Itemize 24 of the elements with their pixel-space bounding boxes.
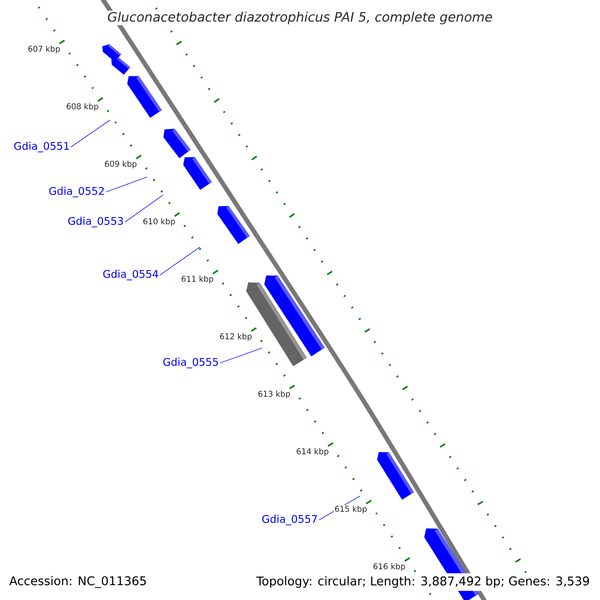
topology-text: Topology: circular; Length: 3,887,492 bp; Genes: 3,539 xyxy=(254,573,592,591)
gene-label: Gdia_0552 xyxy=(49,186,104,198)
tick-label: 611 kbp xyxy=(180,275,214,284)
tick-label: 613 kbp xyxy=(257,390,291,399)
gene-label: Gdia_0557 xyxy=(262,514,317,526)
tick-label: 615 kbp xyxy=(334,505,368,514)
leader-line xyxy=(106,176,148,192)
gene-label: Gdia_0555 xyxy=(163,358,218,368)
leader-line xyxy=(124,194,164,222)
leader-line xyxy=(160,246,200,276)
tick-label: 608 kbp xyxy=(66,102,100,112)
leader-line xyxy=(70,120,110,148)
tick-label: 609 kbp xyxy=(104,160,138,169)
tick-label: 612 kbp xyxy=(219,332,253,342)
gene-label: Gdia_0553 xyxy=(68,216,123,228)
accession-text: Accession: NC_011365 xyxy=(9,576,146,588)
tick-label: 607 kbp xyxy=(27,45,61,54)
gene-label: Gdia_0551 xyxy=(14,142,69,152)
tick-label: 610 kbp xyxy=(142,218,176,226)
title: Gluconacetobacter diazotrophicus PAI 5, complete genome xyxy=(106,10,494,26)
leader-line xyxy=(220,348,262,364)
tick-label: 616 kbp xyxy=(372,562,406,572)
tick-label: 614 kbp xyxy=(296,448,330,456)
gene-label: Gdia_0554 xyxy=(103,270,158,280)
